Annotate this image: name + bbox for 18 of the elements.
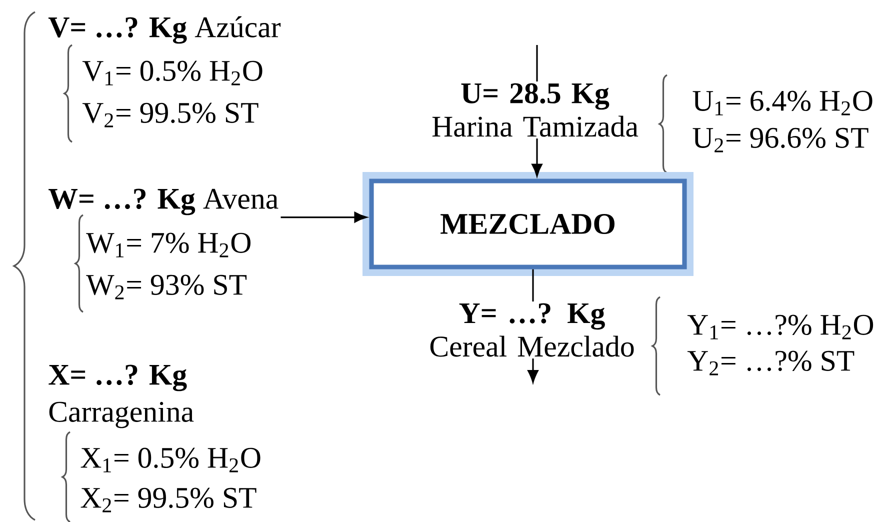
composition-label: W$_{1}$= 7% H$_{2}$O: [86, 232, 250, 258]
stream-label: X= …? Kg: [48, 364, 187, 392]
process-box: MEZCLADO: [362, 172, 694, 276]
composition-label: V$_{1}$= 0.5% H$_{2}$O: [82, 60, 262, 86]
composition-label: X$_{1}$= 0.5% H$_{2}$O: [80, 448, 260, 472]
stream-label: Carragenina: [49, 402, 194, 428]
stream-label: W= …? Kg Avena: [48, 188, 278, 216]
composition-label: U$_{1}$= 6.4% H$_{2}$O: [692, 90, 872, 116]
composition-label: Y$_{1}$= …?% H$_{2}$O: [687, 314, 874, 340]
composition-label: X$_{2}$= 99.5% ST: [80, 488, 256, 512]
edge-label: U= 28.5 Kg Harina Tamizada: [418, 81, 652, 139]
arrow: [280, 212, 367, 223]
composition-label: U$_{2}$= 96.6% ST: [692, 128, 868, 152]
composition-label: W$_{2}$= 93% ST: [86, 274, 247, 300]
edge-label: Y= …? Kg Cereal Mezclado: [415, 302, 649, 358]
stream-label: V= …? Kg Azúcar: [48, 16, 281, 44]
composition-label: V$_{2}$= 99.5% ST: [82, 102, 258, 128]
composition-label: Y$_{2}$= …?% ST: [687, 350, 854, 376]
